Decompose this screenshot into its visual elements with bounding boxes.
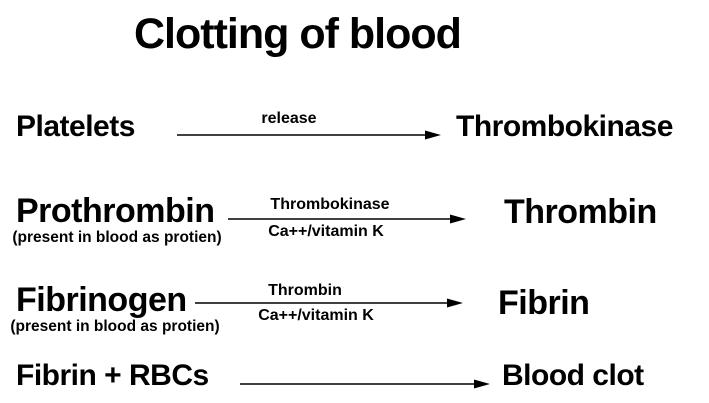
- fibrinogen-note: (present in blood as protien): [10, 318, 220, 335]
- arrow-label-release: release: [261, 110, 317, 127]
- term-platelets: Platelets: [16, 110, 135, 143]
- arrow-catalyst-label-thrombokinase: Thrombokinase: [270, 196, 390, 213]
- arrow-cofactor-label: Ca++/vitamin K: [258, 307, 374, 324]
- term-fibrin: Fibrin: [498, 284, 590, 322]
- term-prothrombin: Prothrombin: [16, 192, 215, 230]
- term-fibrinogen: Fibrinogen: [16, 281, 187, 319]
- term-thrombin: Thrombin: [504, 193, 657, 231]
- prothrombin-note: (present in blood as protien): [12, 229, 222, 246]
- arrow-cofactor-label: Ca++/vitamin K: [268, 223, 384, 240]
- right-arrow-icon: [195, 298, 463, 308]
- term-fibrin-rbcs: Fibrin + RBCs: [16, 359, 209, 392]
- page-title: Clotting of blood: [134, 10, 462, 58]
- term-thrombokinase: Thrombokinase: [456, 110, 673, 143]
- right-arrow-icon: [177, 130, 441, 140]
- right-arrow-icon: [228, 214, 466, 224]
- arrow-catalyst-label-thrombin: Thrombin: [268, 282, 342, 299]
- right-arrow-icon: [240, 379, 490, 389]
- term-blood-clot: Blood clot: [502, 359, 644, 392]
